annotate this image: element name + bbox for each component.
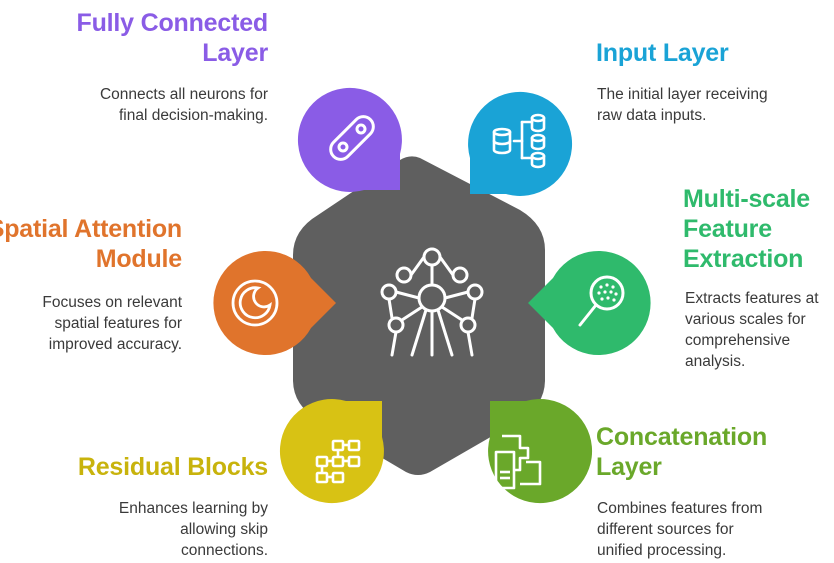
desc-line: spatial features for — [54, 315, 182, 332]
desc-line: unified processing. — [597, 542, 727, 559]
central-hub — [293, 156, 545, 475]
title-line: Concatenation — [596, 423, 768, 451]
title-line: Spatial Attention — [0, 215, 182, 243]
petal-multiscale[interactable] — [528, 251, 651, 355]
title-line: Input Layer — [596, 39, 729, 67]
title-line: Residual Blocks — [77, 453, 268, 481]
flowchart-icon — [315, 439, 361, 484]
desc-input: The initial layer receiving raw data inp… — [597, 84, 768, 126]
title-residual: Residual Blocks — [78, 452, 268, 482]
focus-icon — [231, 279, 279, 327]
petal-fully-connected[interactable] — [297, 87, 402, 192]
title-multiscale: Multi-scale Feature Extraction — [683, 184, 810, 274]
desc-line: raw data inputs. — [597, 107, 707, 124]
desc-spatial-attention: Focuses on relevant spatial features for… — [42, 292, 182, 355]
desc-fully-connected: Connects all neurons for final decision-… — [100, 84, 268, 126]
title-spatial-attention: Spatial Attention Module — [0, 214, 182, 274]
desc-line: Combines features from — [597, 500, 763, 517]
title-input: Input Layer — [596, 38, 729, 68]
petal-spatial-attention[interactable] — [213, 251, 336, 355]
title-fully-connected: Fully Connected Layer — [76, 8, 269, 68]
desc-line: allowing skip — [180, 521, 268, 538]
petal-residual[interactable] — [279, 399, 384, 504]
desc-line: Extracts features at — [685, 290, 819, 307]
title-line: Extraction — [683, 245, 804, 273]
desc-line: analysis. — [685, 353, 746, 370]
database-icon — [492, 113, 546, 169]
combine-icon — [494, 434, 542, 490]
desc-line: The initial layer receiving — [597, 86, 768, 103]
desc-line: comprehensive — [685, 332, 791, 349]
atom-structure-icon — [380, 247, 484, 357]
magnifier-icon — [578, 275, 625, 327]
petal-input[interactable] — [468, 91, 573, 196]
title-line: Layer — [596, 453, 662, 481]
title-line: Multi-scale — [683, 185, 810, 213]
title-line: Layer — [202, 39, 268, 67]
chain-link-icon — [329, 115, 375, 161]
desc-line: final decision-making. — [118, 107, 268, 124]
desc-line: Connects all neurons for — [99, 86, 268, 103]
desc-line: various scales for — [685, 311, 806, 328]
desc-line: improved accuracy. — [48, 336, 182, 353]
desc-line: Focuses on relevant — [42, 294, 182, 311]
title-line: Module — [95, 245, 182, 273]
desc-residual: Enhances learning by allowing skip conne… — [119, 498, 268, 561]
title-line: Fully Connected — [76, 9, 269, 37]
desc-multiscale: Extracts features at various scales for … — [685, 288, 819, 372]
desc-line: Enhances learning by — [118, 500, 268, 517]
title-concatenation: Concatenation Layer — [596, 422, 767, 482]
title-line: Feature — [683, 215, 772, 243]
desc-concatenation: Combines features from different sources… — [597, 498, 762, 561]
desc-line: different sources for — [597, 521, 734, 538]
desc-line: connections. — [180, 542, 268, 559]
